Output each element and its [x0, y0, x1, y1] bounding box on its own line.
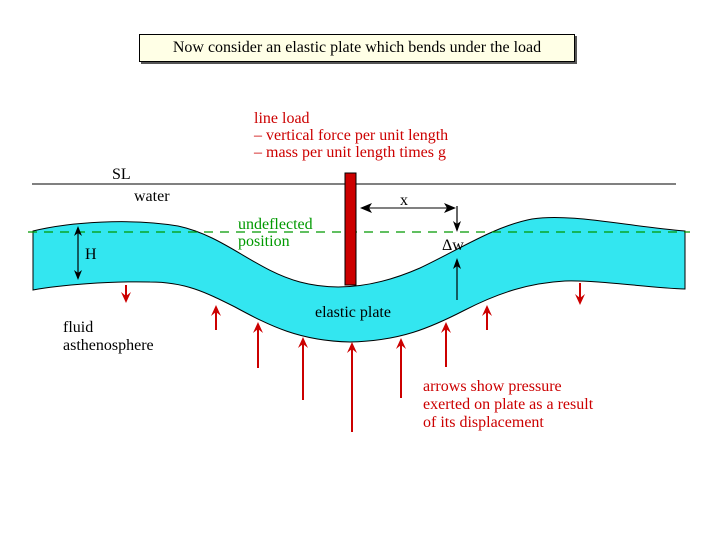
dw-bottom-arrow-head	[453, 258, 461, 269]
line-load-item-1: – vertical force per unit length	[253, 127, 448, 144]
position-label: position	[238, 233, 290, 250]
pressure-arrow-head	[575, 294, 585, 305]
pressure-arrow-head	[396, 338, 406, 349]
dw-label: Δw	[442, 237, 464, 254]
water-label: water	[134, 188, 170, 205]
pressure-arrows-up	[211, 305, 492, 432]
pressure-arrow-head	[253, 322, 263, 333]
arrows-note-3: of its displacement	[423, 414, 544, 431]
pressure-arrow-head	[211, 305, 221, 316]
line-load-label: line load	[254, 110, 310, 127]
title-box: Now consider an elastic plate which bend…	[139, 34, 575, 62]
x-label: x	[400, 192, 408, 209]
asthenosphere-label: asthenosphere	[63, 337, 154, 354]
dw-top-arrow-head	[453, 221, 461, 232]
pressure-arrow-head	[347, 342, 357, 353]
arrows-note-2: exerted on plate as a result	[423, 396, 594, 413]
pressure-arrows-down	[121, 283, 585, 305]
line-load-item-2: – mass per unit length times g	[253, 144, 446, 161]
pressure-arrow-head	[441, 322, 451, 333]
h-arrow-top-head	[74, 226, 82, 236]
undeflected-label: undeflected	[238, 216, 313, 233]
pressure-arrow-head	[121, 292, 131, 303]
elastic-plate	[32, 216, 686, 343]
line-load-bar	[344, 172, 357, 286]
h-arrow-bottom-head	[74, 270, 82, 280]
elastic-plate-label: elastic plate	[315, 304, 391, 321]
x-arrow-left-head	[360, 203, 372, 213]
x-arrow-right-head	[444, 203, 456, 213]
fluid-label: fluid	[63, 319, 93, 336]
h-label: H	[85, 246, 97, 263]
pressure-arrow-head	[482, 305, 492, 316]
arrows-note-1: arrows show pressure	[423, 378, 562, 395]
pressure-arrow-head	[298, 337, 308, 348]
sl-label: SL	[112, 166, 131, 183]
